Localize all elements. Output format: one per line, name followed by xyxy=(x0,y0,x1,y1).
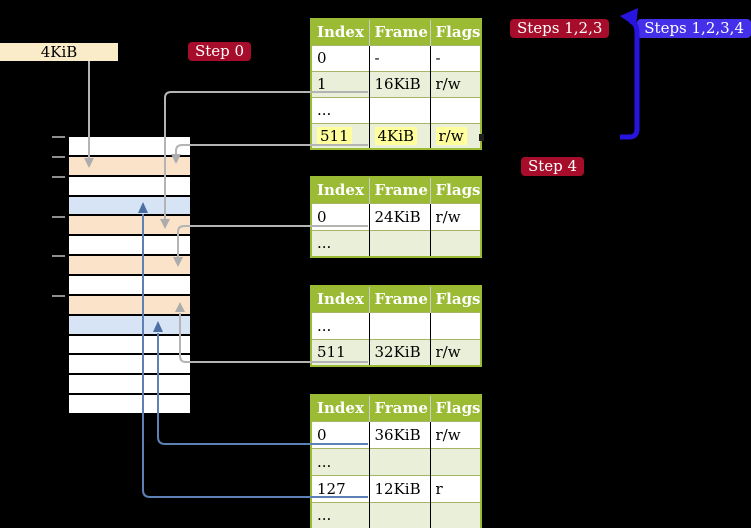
cell-index: ... xyxy=(311,229,369,257)
page-table-1: Index Frame Flags 0 - - 1 16KiB r/w ... … xyxy=(310,18,482,150)
memory-cell xyxy=(69,335,190,356)
cell-index: 127 xyxy=(311,474,369,502)
memory-tick xyxy=(52,295,65,297)
memory-cell xyxy=(69,156,190,177)
table-row: ... xyxy=(311,229,481,257)
cell-flags xyxy=(429,229,481,257)
steps-flow-arrow-icon xyxy=(620,8,640,140)
memory-cell xyxy=(69,395,190,416)
table-row: ... xyxy=(311,311,481,339)
memory-tick xyxy=(52,156,65,158)
memory-cell xyxy=(69,256,190,277)
cell-flags: r/w xyxy=(429,70,481,97)
cell-flags: r/w xyxy=(429,122,481,149)
table-row: ... xyxy=(311,501,481,528)
cell-frame: 24KiB xyxy=(368,202,430,230)
memory-cell xyxy=(69,295,190,316)
cell-index: 511 xyxy=(311,338,369,366)
table-header-row: Index Frame Flags xyxy=(311,177,481,203)
page-table-4: Index Frame Flags 0 36KiB r/w ... 127 12… xyxy=(310,394,482,528)
cell-index: ... xyxy=(311,501,369,528)
cell-flags: r/w xyxy=(429,338,481,366)
cell-flags: r/w xyxy=(429,420,481,448)
cell-frame: 36KiB xyxy=(368,420,430,448)
table-row: 1 16KiB r/w xyxy=(311,70,481,97)
memory-cell xyxy=(69,315,190,336)
memory-cell xyxy=(69,137,190,157)
col-index: Index xyxy=(311,177,369,203)
cell-frame: 12KiB xyxy=(368,474,430,502)
table-row: 0 24KiB r/w xyxy=(311,202,481,230)
cell-frame: - xyxy=(368,44,430,71)
table-edge-tick xyxy=(479,134,484,141)
col-index: Index xyxy=(311,286,369,312)
cell-flags xyxy=(429,447,481,475)
memory-cell xyxy=(69,276,190,296)
table-row: 127 12KiB r xyxy=(311,474,481,502)
table-row: ... xyxy=(311,96,481,123)
cell-frame xyxy=(368,501,430,528)
col-frame: Frame xyxy=(368,177,430,203)
memory-tick xyxy=(52,255,65,257)
cell-flags: r xyxy=(429,474,481,502)
col-flags: Flags xyxy=(429,19,481,45)
table-row-highlighted: 511 4KiB r/w xyxy=(311,122,481,149)
table-row: ... xyxy=(311,447,481,475)
memory-cell xyxy=(69,375,190,396)
table-header-row: Index Frame Flags xyxy=(311,395,481,421)
cell-frame xyxy=(368,311,430,339)
page-table-3: Index Frame Flags ... 511 32KiB r/w xyxy=(310,285,482,367)
steps1234-badge: Steps 1,2,3,4 xyxy=(637,19,751,38)
cell-frame xyxy=(368,96,430,123)
page-size-label: 4KiB xyxy=(0,43,118,61)
memory-tick xyxy=(52,176,65,178)
highlight: r/w xyxy=(435,126,467,145)
col-flags: Flags xyxy=(429,395,481,421)
cell-frame: 16KiB xyxy=(368,70,430,97)
table-row: 511 32KiB r/w xyxy=(311,338,481,366)
memory-tick xyxy=(52,216,65,218)
cell-flags xyxy=(429,311,481,339)
col-flags: Flags xyxy=(429,177,481,203)
col-frame: Frame xyxy=(368,395,430,421)
cell-flags xyxy=(429,96,481,123)
cell-frame: 32KiB xyxy=(368,338,430,366)
page-table-2: Index Frame Flags 0 24KiB r/w ... xyxy=(310,176,482,258)
cell-frame xyxy=(368,229,430,257)
steps123-badge: Steps 1,2,3 xyxy=(510,19,610,38)
memory-cell xyxy=(69,216,190,237)
highlight: 4KiB xyxy=(374,126,418,145)
memory-tick xyxy=(52,136,65,138)
col-flags: Flags xyxy=(429,286,481,312)
table-row: 0 - - xyxy=(311,44,481,71)
cell-flags: - xyxy=(429,44,481,71)
cell-index: ... xyxy=(311,447,369,475)
physical-memory-stack xyxy=(69,137,190,416)
cell-index: ... xyxy=(311,311,369,339)
step4-badge: Step 4 xyxy=(521,157,585,176)
col-index: Index xyxy=(311,395,369,421)
table-row: 0 36KiB r/w xyxy=(311,420,481,448)
memory-cell xyxy=(69,176,190,197)
cell-frame: 4KiB xyxy=(368,122,430,149)
cell-flags xyxy=(429,501,481,528)
cell-index: 0 xyxy=(311,420,369,448)
cell-index: 511 xyxy=(311,122,369,149)
cell-index: 1 xyxy=(311,70,369,97)
table-header-row: Index Frame Flags xyxy=(311,286,481,312)
step0-badge: Step 0 xyxy=(188,42,252,61)
cell-flags: r/w xyxy=(429,202,481,230)
cell-index: ... xyxy=(311,96,369,123)
memory-cell xyxy=(69,355,190,376)
cell-index: 0 xyxy=(311,44,369,71)
col-frame: Frame xyxy=(368,19,430,45)
col-frame: Frame xyxy=(368,286,430,312)
memory-cell xyxy=(69,236,190,257)
col-index: Index xyxy=(311,19,369,45)
table-header-row: Index Frame Flags xyxy=(311,19,481,45)
highlight: 511 xyxy=(317,126,352,145)
cell-frame xyxy=(368,447,430,475)
memory-cell xyxy=(69,196,190,217)
cell-index: 0 xyxy=(311,202,369,230)
